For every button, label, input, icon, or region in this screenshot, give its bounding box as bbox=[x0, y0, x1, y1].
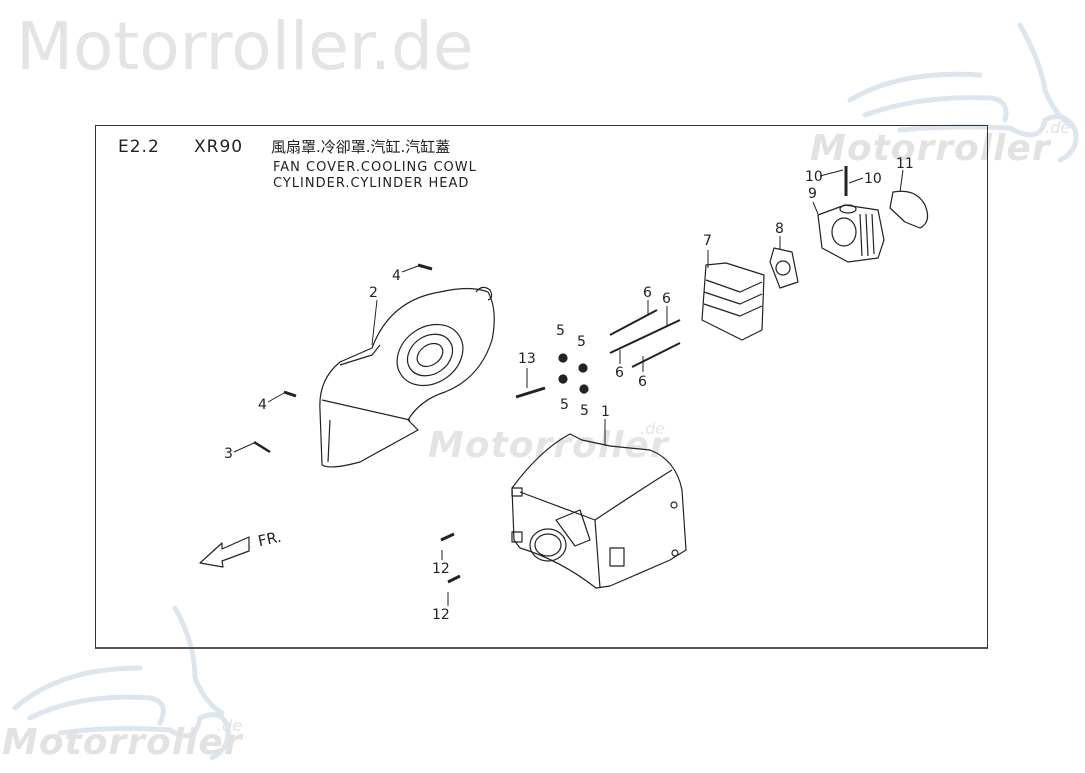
screw-3 bbox=[253, 440, 271, 454]
bolt-4-lower bbox=[283, 390, 297, 398]
watermark-text-top: Motorroller.de bbox=[16, 8, 474, 85]
callout-12[interactable]: 12 bbox=[432, 561, 450, 577]
watermark-tld: .de bbox=[640, 419, 666, 438]
callout-6[interactable]: 6 bbox=[615, 365, 624, 381]
screw-12-upper bbox=[440, 532, 455, 542]
cylinder-head-part bbox=[701, 262, 765, 341]
callout-6[interactable]: 6 bbox=[662, 291, 671, 307]
title-chinese: 風扇罩.冷卻罩.汽缸.汽缸蓋 bbox=[271, 138, 451, 156]
title-english-line1: FAN COVER.COOLING COWL bbox=[273, 160, 477, 175]
watermark-brand: Motorroller bbox=[2, 722, 243, 763]
callout-12[interactable]: 12 bbox=[432, 607, 450, 623]
callout-5[interactable]: 5 bbox=[577, 334, 586, 350]
callout-8[interactable]: 8 bbox=[775, 221, 784, 237]
head-gasket-part bbox=[889, 190, 929, 229]
fan-cover-part bbox=[319, 286, 495, 468]
callout-7[interactable]: 7 bbox=[703, 233, 712, 249]
callout-13[interactable]: 13 bbox=[518, 351, 536, 367]
watermark-brand: Motorroller bbox=[428, 425, 669, 466]
callout-1[interactable]: 1 bbox=[601, 404, 610, 420]
spark-plug-part bbox=[515, 386, 546, 399]
front-direction-arrow-icon bbox=[199, 536, 250, 568]
stud-bolts-part bbox=[609, 309, 681, 368]
callout-5[interactable]: 5 bbox=[580, 403, 589, 419]
diagram-frame bbox=[95, 125, 988, 649]
section-code: E2.2 bbox=[118, 137, 160, 157]
callout-10[interactable]: 10 bbox=[864, 171, 882, 187]
callout-5[interactable]: 5 bbox=[560, 397, 569, 413]
callout-3[interactable]: 3 bbox=[224, 446, 233, 462]
callout-4[interactable]: 4 bbox=[258, 397, 267, 413]
watermark-tld: .de bbox=[217, 716, 243, 735]
callout-4[interactable]: 4 bbox=[392, 268, 401, 284]
watermark-logo-top-right: Motorroller .de bbox=[810, 20, 1085, 170]
scooter-icon bbox=[847, 22, 1079, 163]
callout-11[interactable]: 11 bbox=[896, 156, 914, 172]
callout-9[interactable]: 9 bbox=[808, 186, 817, 202]
callout-6[interactable]: 6 bbox=[638, 374, 647, 390]
nuts-part bbox=[558, 353, 589, 394]
bolt-4-upper bbox=[417, 263, 433, 271]
callout-5[interactable]: 5 bbox=[556, 323, 565, 339]
watermark-brand: Motorroller bbox=[810, 128, 1051, 169]
callout-10[interactable]: 10 bbox=[805, 169, 823, 185]
title-english-line2: CYLINDER.CYLINDER HEAD bbox=[273, 176, 470, 191]
cylinder-part bbox=[817, 204, 885, 263]
scooter-icon bbox=[12, 605, 231, 761]
screw-12-lower bbox=[447, 574, 461, 584]
watermark-logo-center: Motorroller .de bbox=[420, 395, 680, 475]
callout-2[interactable]: 2 bbox=[369, 285, 378, 301]
callout-6[interactable]: 6 bbox=[643, 285, 652, 301]
watermark-tld: .de bbox=[1045, 118, 1071, 137]
cylinder-gasket-part bbox=[769, 247, 799, 289]
watermark-logo-bottom-left: Motorroller .de bbox=[0, 598, 245, 768]
cooling-cowl-part bbox=[511, 433, 687, 589]
model-name: XR90 bbox=[194, 137, 244, 157]
